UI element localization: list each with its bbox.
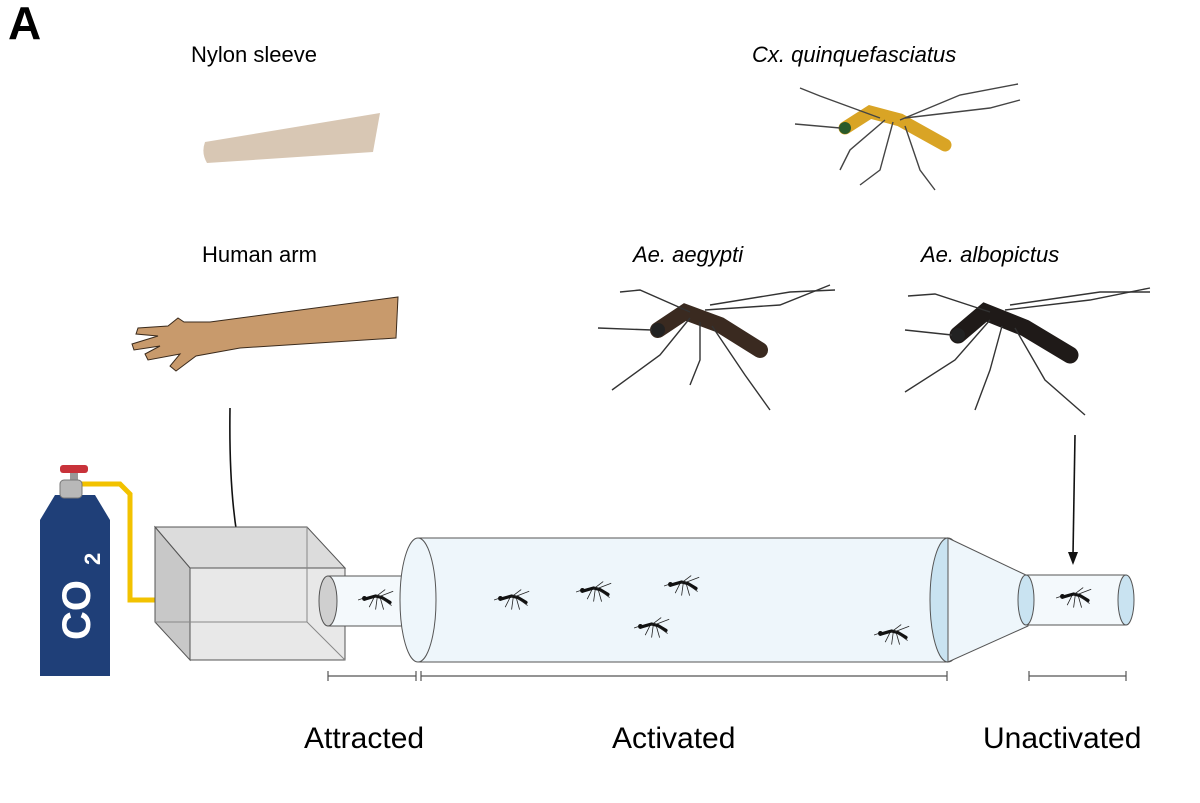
co2-label: CO <box>55 580 99 640</box>
unactivated-tube <box>1017 574 1135 626</box>
cx-quinquefasciatus-mosquito <box>794 83 1021 191</box>
human-arm <box>131 296 399 372</box>
cx-quinquefasciatus-label: Cx. quinquefasciatus <box>752 42 957 67</box>
odor-cage <box>153 525 347 662</box>
ae-aegypti-mosquito <box>597 284 836 411</box>
unactivated-label: Unactivated <box>983 722 1142 755</box>
co2-subscript: 2 <box>80 553 105 565</box>
ae-albopictus-label: Ae. albopictus <box>921 242 1060 267</box>
activation-tunnel <box>399 537 1029 663</box>
activated-label: Activated <box>612 722 736 755</box>
ae-albopictus-mosquito <box>904 287 1151 416</box>
co2-cylinder: CO 2 <box>40 465 175 676</box>
panel-label: A <box>8 0 42 49</box>
nylon-sleeve <box>203 113 380 163</box>
ae-aegypti-label: Ae. aegypti <box>633 242 744 267</box>
zone-brackets <box>327 671 1127 681</box>
release-arrow <box>1072 434 1076 556</box>
nylon-sleeve-label: Nylon sleeve <box>191 42 317 67</box>
attracted-label: Attracted <box>304 722 425 755</box>
human-arm-label: Human arm <box>202 242 317 267</box>
